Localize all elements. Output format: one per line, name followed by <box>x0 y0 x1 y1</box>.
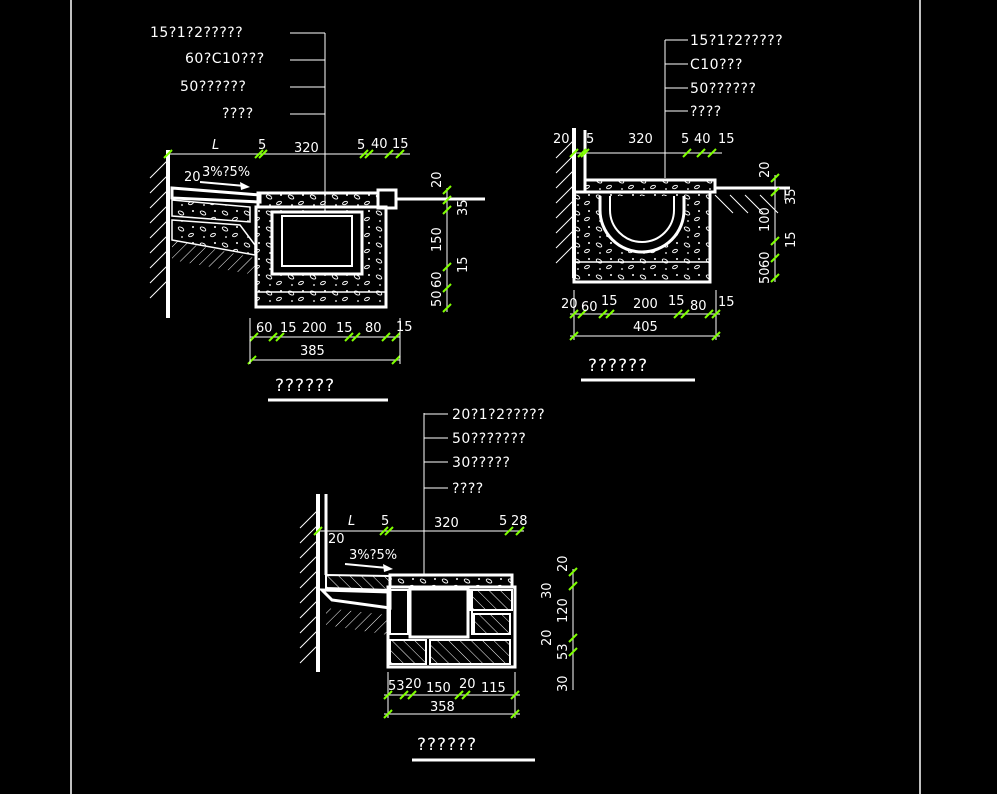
s3-dim-L: L <box>348 514 355 529</box>
s1-title: ?????? <box>275 376 335 396</box>
s2-dim-5b: 5 <box>681 132 689 147</box>
s2-bdim-15c: 15 <box>718 295 735 310</box>
s2-rdim-60: 60 <box>758 251 773 268</box>
s1-bdim-15a: 15 <box>280 321 297 336</box>
s2-layer-1: 15?1?2????? <box>690 33 783 49</box>
s1-rdim-150: 150 <box>430 227 445 252</box>
s1-rdim-20: 20 <box>430 171 445 188</box>
s1-bdim-60: 60 <box>256 321 273 336</box>
s3-layer-2: 50??????? <box>452 431 526 447</box>
s2-layer-3: 50?????? <box>690 81 756 97</box>
s2-bdim-80: 80 <box>690 299 707 314</box>
s2-layer-4: ???? <box>690 104 722 120</box>
s2-rdim-35: 35 <box>784 188 799 205</box>
s1-layer-3: 50?????? <box>180 79 246 95</box>
s3-rdim-120: 120 <box>556 598 571 623</box>
s1-layer-1: 15?1?2????? <box>150 25 243 41</box>
s1-dim-5b: 5 <box>357 138 365 153</box>
s1-layer-4: ???? <box>222 106 254 122</box>
s2-bdim-15a: 15 <box>601 294 618 309</box>
s3-dim-28: 28 <box>511 514 528 529</box>
section-3: 20?1?2????? 50??????? 30????? ???? 3%?5%… <box>299 407 578 762</box>
s2-dim-5a: 5 <box>586 132 594 147</box>
s3-bdim-150: 150 <box>426 681 451 696</box>
s3-left-20: 20 <box>328 532 345 547</box>
s2-dim-320: 320 <box>628 132 653 147</box>
s2-bdim-200: 200 <box>633 297 658 312</box>
s2-bdim-60: 60 <box>581 300 598 315</box>
s2-bdim-total: 405 <box>633 320 658 335</box>
section-1: 15?1?2????? 60?C10??? 50?????? ???? 3%?5… <box>149 25 485 402</box>
s1-rdim-15: 15 <box>456 256 471 273</box>
s2-rdim-20: 20 <box>758 161 773 178</box>
s2-dim-40: 40 <box>694 132 711 147</box>
s3-bdim-53: 53 <box>388 679 405 694</box>
s1-rdim-60: 60 <box>430 271 445 288</box>
s1-dim-L: L <box>212 138 219 153</box>
s1-dim-15: 15 <box>392 137 409 152</box>
s1-left-20: 20 <box>184 170 201 185</box>
s1-rdim-35: 35 <box>456 199 471 216</box>
s3-bdim-20a: 20 <box>405 677 422 692</box>
s1-bdim-200: 200 <box>302 321 327 336</box>
s1-layer-2: 60?C10??? <box>185 51 265 67</box>
s2-bdim-20: 20 <box>561 297 578 312</box>
s3-layer-4: ???? <box>452 481 484 497</box>
s1-dim-320: 320 <box>294 141 319 156</box>
s2-title: ?????? <box>588 356 648 376</box>
s1-dim-40: 40 <box>371 137 388 152</box>
s3-bdim-total: 358 <box>430 700 455 715</box>
s2-bdim-15b: 15 <box>668 294 685 309</box>
s3-rdim-53: 53 <box>556 643 571 660</box>
s3-rdim-20b: 20 <box>540 629 555 646</box>
s3-rdim-30: 30 <box>540 582 555 599</box>
s1-rdim-50: 50 <box>430 290 445 307</box>
s1-slope: 3%?5% <box>202 165 250 180</box>
section-2: 15?1?2????? C10??? 50?????? ???? 20 5 32… <box>553 33 799 382</box>
s2-rdim-50: 50 <box>758 267 773 284</box>
s2-dim-20: 20 <box>553 132 570 147</box>
s3-bdim-20b: 20 <box>459 677 476 692</box>
s2-rdim-15: 15 <box>784 231 799 248</box>
s3-slope: 3%?5% <box>349 548 397 563</box>
s1-bdim-80: 80 <box>365 321 382 336</box>
s3-bdim-115: 115 <box>481 681 506 696</box>
s3-rdim-30b: 30 <box>556 675 571 692</box>
s1-bdim-15b: 15 <box>336 321 353 336</box>
s2-rdim-100: 100 <box>758 207 773 232</box>
s3-title: ?????? <box>417 735 477 755</box>
s1-bdim-15c: 15 <box>396 320 413 335</box>
s3-dim-5b: 5 <box>499 514 507 529</box>
s3-rdim-20: 20 <box>556 555 571 572</box>
s1-dim-5a: 5 <box>258 138 266 153</box>
s3-layer-3: 30????? <box>452 455 510 471</box>
s3-dim-5a: 5 <box>381 514 389 529</box>
s3-layer-1: 20?1?2????? <box>452 407 545 423</box>
s1-bdim-total: 385 <box>300 344 325 359</box>
s2-layer-2: C10??? <box>690 57 743 73</box>
s3-dim-320: 320 <box>434 516 459 531</box>
s2-dim-15: 15 <box>718 132 735 147</box>
